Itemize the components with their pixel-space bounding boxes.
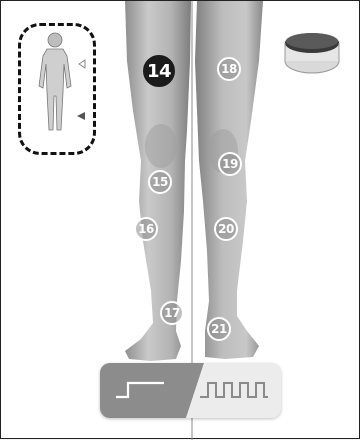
point-16[interactable]: 16 [134,217,158,241]
body-figure-icon [21,26,93,152]
pulse-mode-button[interactable] [186,363,281,418]
pulse-wave-icon [186,363,281,418]
upper-indicator-icon [79,60,85,68]
point-18[interactable]: 18 [217,57,241,81]
point-20[interactable]: 20 [214,217,238,241]
point-15[interactable]: 15 [148,170,172,194]
continuous-mode-button[interactable] [100,363,200,418]
point-14[interactable]: 14 [143,55,175,87]
body-overview-thumbnail[interactable] [18,23,96,155]
point-21[interactable]: 21 [207,317,231,341]
wave-mode-toggle [100,363,281,418]
lower-indicator-icon [77,112,85,120]
device-icon [281,31,343,75]
right-leg [195,1,263,359]
continuous-wave-icon [100,363,200,418]
point-19[interactable]: 19 [218,152,242,176]
point-17[interactable]: 17 [160,301,184,325]
